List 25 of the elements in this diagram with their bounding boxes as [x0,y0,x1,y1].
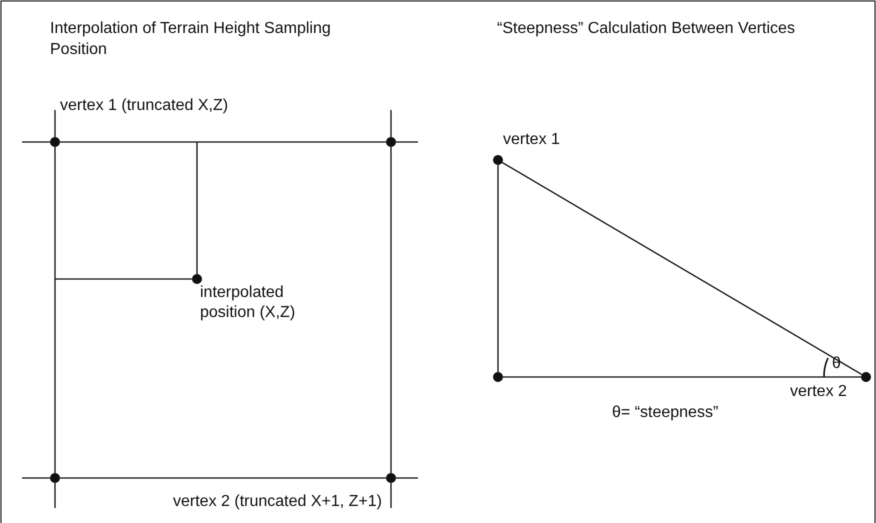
point-label: vertex 1 (truncated X,Z) [60,96,228,116]
point-label: vertex 1 [503,130,560,150]
grid-point [50,473,60,483]
vertex-point [50,137,60,147]
line-segment [196,142,198,274]
point-label: vertex 2 [790,382,847,402]
line-segment [390,147,392,473]
line-segment [54,147,56,473]
vertex-point [861,372,871,382]
vertex-point [493,155,503,165]
vertex-point [192,274,202,284]
point-label: vertex 2 (truncated X+1, Z+1) [173,492,382,512]
line-segment [60,141,386,143]
caption-text: θ= “steepness” [612,403,718,423]
line-segment [55,278,192,280]
line-segment [497,165,499,372]
panel-heading: “Steepness” Calculation Between Vertices [497,19,796,39]
grid-point [493,372,503,382]
grid-point [386,137,396,147]
line-segment [503,376,861,378]
panel-heading: Interpolation of Terrain Height Sampling Position [50,19,332,60]
line-segment [60,477,386,479]
point-label: interpolated position (X,Z) [200,283,296,323]
vertex-point [386,473,396,483]
line-segment [502,162,862,376]
